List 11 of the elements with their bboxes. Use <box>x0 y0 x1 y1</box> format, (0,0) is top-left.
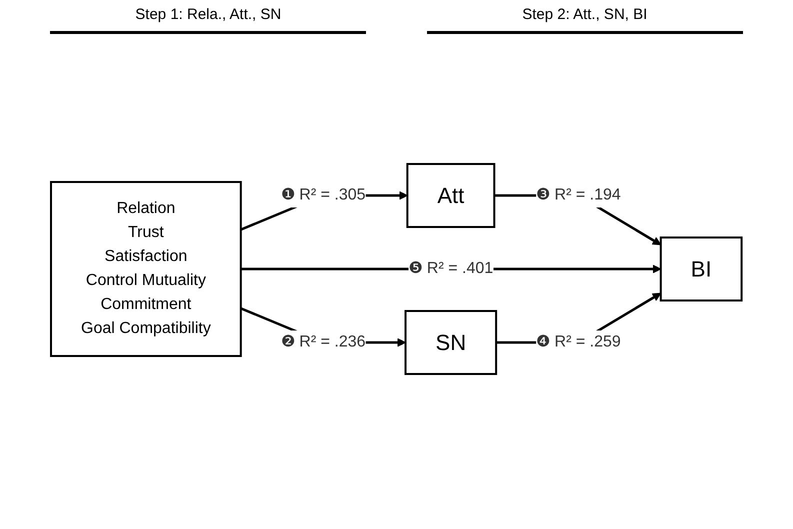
node-box: Relation Trust Satisfaction Control Mutuality Commitment Goal Compatibility <box>50 181 242 357</box>
node-box: Att <box>406 163 496 228</box>
node-box: SN <box>404 310 498 375</box>
edge-label: ❷ R² = .236 <box>281 334 366 350</box>
edge-label: ❸ R² = .194 <box>536 186 621 204</box>
edge-label: ❶ R² = .305 <box>281 186 366 204</box>
edge-label: ❹ R² = .259 <box>536 334 621 350</box>
node-box: BI <box>660 236 743 302</box>
step-heading: Step 2: Att., SN, BI <box>426 6 743 34</box>
step-heading: Step 1: Rela., Att., SN <box>50 6 366 34</box>
edge-label: ❺ R² = .401 <box>408 260 494 277</box>
